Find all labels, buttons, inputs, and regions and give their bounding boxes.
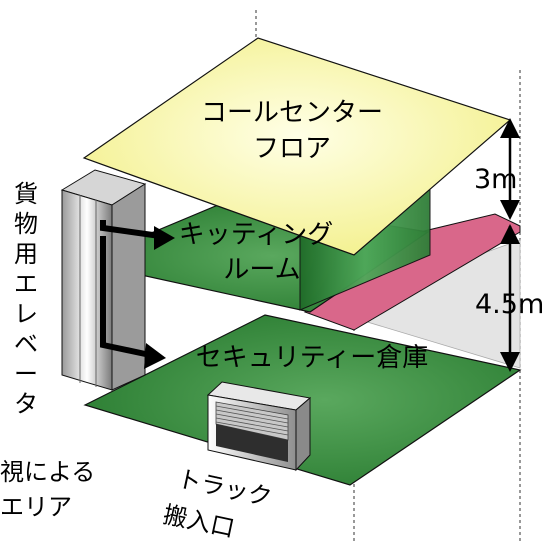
kitting-label-line1: キッティング: [179, 220, 333, 250]
elevator-char: レ: [14, 300, 38, 328]
truck-label-line2: 搬入口: [161, 500, 237, 542]
call-center-label-line2: フロア: [253, 134, 331, 164]
elevator-char: 用: [14, 240, 38, 268]
call-center-label-line1: コールセンター: [201, 98, 383, 128]
arrow-to-warehouse: [100, 236, 166, 369]
elevator-char: ー: [14, 360, 38, 388]
elevator-char: タ: [14, 390, 38, 418]
warehouse-label: セキュリティー倉庫: [196, 343, 428, 373]
surveillance-label-line1: 視による: [0, 458, 95, 486]
elevator-char: エ: [14, 270, 38, 298]
elevator-char: 物: [14, 210, 38, 238]
arrow-to-kitting: [100, 220, 175, 250]
dimension-3m-label: 3m: [474, 164, 517, 195]
surveillance-label-line2: エリア: [0, 493, 72, 521]
elevator-char: 貨: [14, 180, 38, 208]
dimension-4-5m-arrow: [500, 224, 520, 372]
dimension-4-5m-label: 4.5m: [475, 289, 544, 320]
dimension-3m-arrow: [500, 118, 520, 220]
elevator-label: 貨 物 用 エ レ ベ ー タ: [14, 180, 38, 418]
truck-bay-shutter: [206, 381, 312, 472]
elevator-char: ベ: [14, 330, 38, 358]
kitting-label-line2: ルーム: [223, 255, 300, 285]
